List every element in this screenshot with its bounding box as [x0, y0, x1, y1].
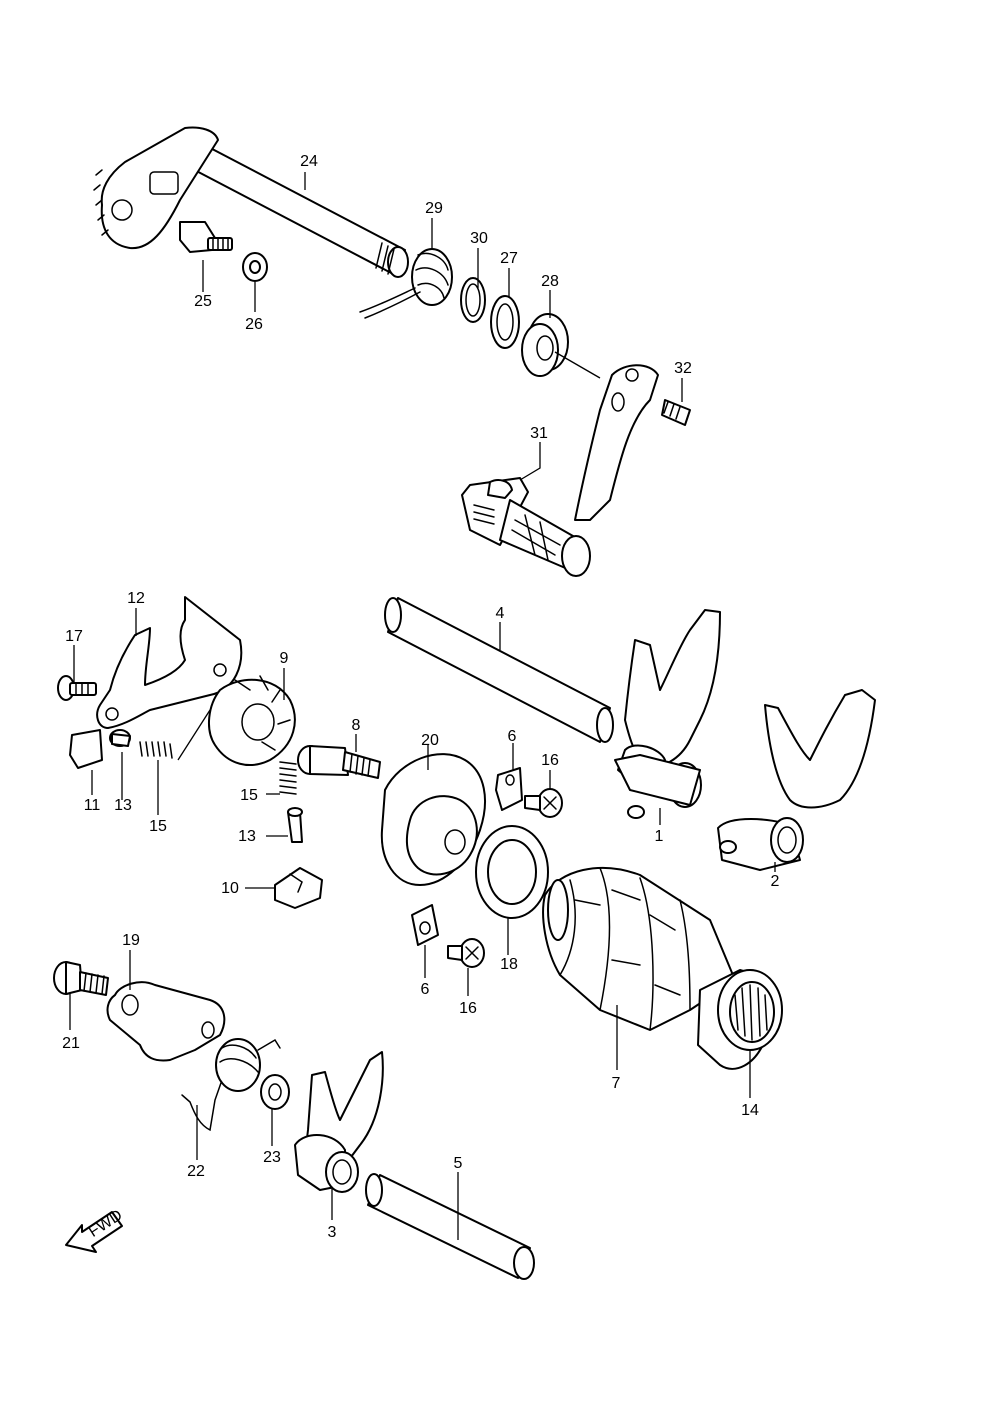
callout-26: 26	[245, 316, 263, 333]
callout-6-lower: 6	[421, 981, 430, 998]
part-3-shift-fork	[294, 1051, 384, 1193]
callout-4: 4	[496, 605, 505, 622]
part-15-spring-lower	[279, 761, 297, 795]
callout-5: 5	[454, 1155, 463, 1172]
part-14-needle-bearing	[717, 969, 783, 1051]
part-21-bolt	[53, 961, 109, 996]
callout-19: 19	[122, 932, 140, 949]
callout-28: 28	[541, 273, 559, 290]
callout-30: 30	[470, 230, 488, 247]
part-16-screw-upper	[524, 788, 563, 818]
leader-lines	[69, 172, 776, 1240]
callout-8: 8	[352, 717, 361, 734]
callout-20: 20	[421, 732, 439, 749]
part-22-spring-clip	[181, 1079, 223, 1132]
callout-7: 7	[612, 1075, 621, 1092]
callout-29: 29	[425, 200, 443, 217]
part-30-circlip	[460, 277, 486, 323]
part-27-washer	[490, 295, 520, 349]
part-15-spring-upper	[139, 709, 211, 761]
part-25-bolt	[179, 221, 233, 253]
part-13-pin-lower	[287, 807, 303, 843]
callout-13-lower: 13	[238, 828, 256, 845]
callout-18: 18	[500, 956, 518, 973]
part-9-stopper-cam	[208, 675, 296, 766]
callout-14: 14	[741, 1102, 759, 1119]
callout-1: 1	[655, 828, 664, 845]
part-20-shift-cam	[380, 753, 486, 886]
part-12-stopper-plate	[96, 596, 243, 729]
callout-21: 21	[62, 1035, 80, 1052]
part-31-shift-lever	[461, 364, 659, 577]
part-6-plate-upper	[495, 767, 523, 811]
part-24-shift-shaft	[93, 126, 409, 278]
part-10-block	[274, 867, 323, 909]
callout-15-lower: 15	[149, 818, 167, 835]
part-32-bolt	[661, 399, 691, 426]
part-8-bolt	[297, 745, 381, 779]
part-19-shift-arm	[106, 981, 226, 1062]
callout-16-lower: 16	[459, 1000, 477, 1017]
part-1-shift-fork	[614, 609, 721, 819]
part-5-shaft	[365, 1173, 535, 1280]
part-18-bearing	[475, 825, 549, 919]
part-26-washer	[242, 252, 268, 282]
callout-32: 32	[674, 360, 692, 377]
callout-labels: 24 29 30 27 28 25 26 32 31 12 4 17 9 8 2…	[62, 153, 779, 1241]
callout-27: 27	[500, 250, 518, 267]
callout-16-upper: 16	[541, 752, 559, 769]
part-13-pin-upper	[109, 729, 131, 747]
callout-11: 11	[84, 797, 101, 814]
fwd-arrow-icon: FWD	[65, 1207, 126, 1253]
callout-22: 22	[187, 1163, 205, 1180]
part-17-screw	[57, 675, 97, 701]
callout-12: 12	[127, 590, 145, 607]
callout-9: 9	[280, 650, 289, 667]
part-23-spring	[215, 1038, 281, 1092]
callout-13-upper: 13	[114, 797, 132, 814]
part-11-pawl	[69, 729, 103, 769]
part-28-oil-seal	[521, 313, 601, 379]
part-23-washer	[260, 1074, 290, 1110]
callout-6-upper: 6	[508, 728, 517, 745]
callout-3: 3	[328, 1224, 337, 1241]
part-2-shift-fork	[717, 689, 876, 871]
callout-15-upper: 15	[240, 787, 258, 804]
part-16-screw-lower	[447, 938, 485, 968]
part-4-shaft	[384, 597, 614, 743]
callout-25: 25	[194, 293, 212, 310]
callout-17: 17	[65, 628, 83, 645]
part-6-plate-lower	[411, 904, 439, 946]
callout-23: 23	[263, 1149, 281, 1166]
callout-2: 2	[771, 873, 780, 890]
callout-24: 24	[300, 153, 318, 170]
callout-10: 10	[221, 880, 239, 897]
callout-31: 31	[530, 425, 548, 442]
